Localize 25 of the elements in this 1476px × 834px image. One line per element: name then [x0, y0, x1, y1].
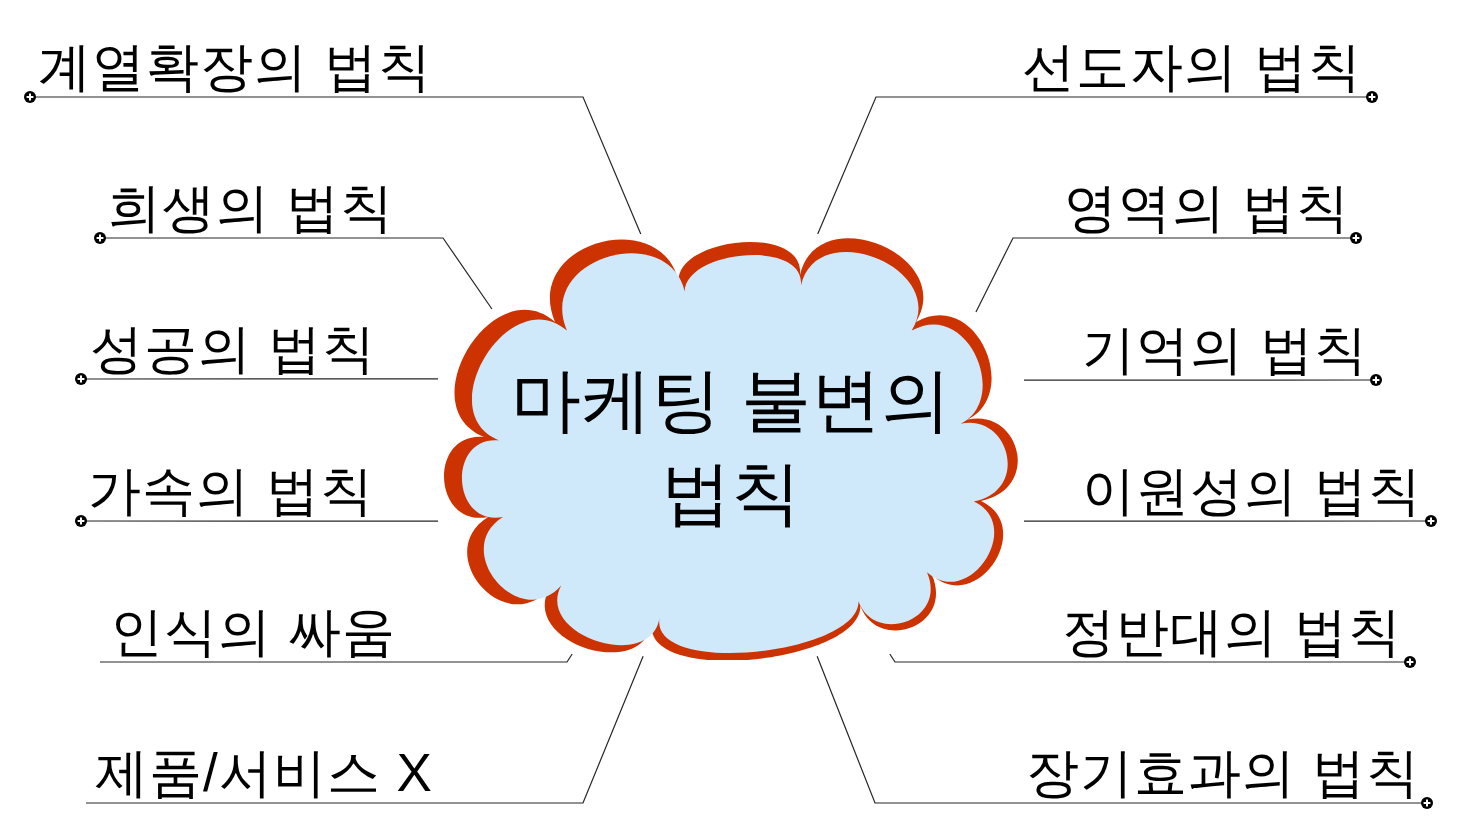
leader-line: [74, 514, 439, 528]
topic-label: 제품/서비스 X: [86, 737, 433, 803]
cloud-label: 마케팅 불변의 법칙: [510, 359, 952, 534]
leader-line: [889, 653, 1417, 669]
topic-label: 정반대의 법칙: [1062, 596, 1410, 662]
topic-label: 성공의 법칙: [81, 313, 376, 379]
topic-label: 인식의 싸움: [100, 596, 396, 662]
leader-line: [816, 655, 1434, 810]
leader-line: [1023, 373, 1383, 387]
topic-label: 장기효과의 법칙: [1026, 737, 1427, 803]
leader-line: [85, 655, 644, 804]
topic-label: 기억의 법칙: [1082, 314, 1376, 380]
leader-line: [23, 90, 642, 235]
leader-line: [99, 653, 573, 663]
topic-label: 희생의 법칙: [100, 172, 394, 238]
leader-line: [975, 231, 1363, 313]
topic-label: 영역의 법칙: [1064, 172, 1356, 238]
topic-label: 선도자의 법칙: [1022, 31, 1372, 97]
leader-line: [817, 90, 1379, 235]
topic-label: 이원성의 법칙: [1082, 455, 1431, 521]
topic-label: 계열확장의 법칙: [30, 31, 432, 97]
leader-line: [93, 231, 493, 310]
topic-label: 가속의 법칙: [81, 455, 374, 521]
leader-line: [1023, 514, 1438, 528]
leader-line: [74, 372, 439, 386]
